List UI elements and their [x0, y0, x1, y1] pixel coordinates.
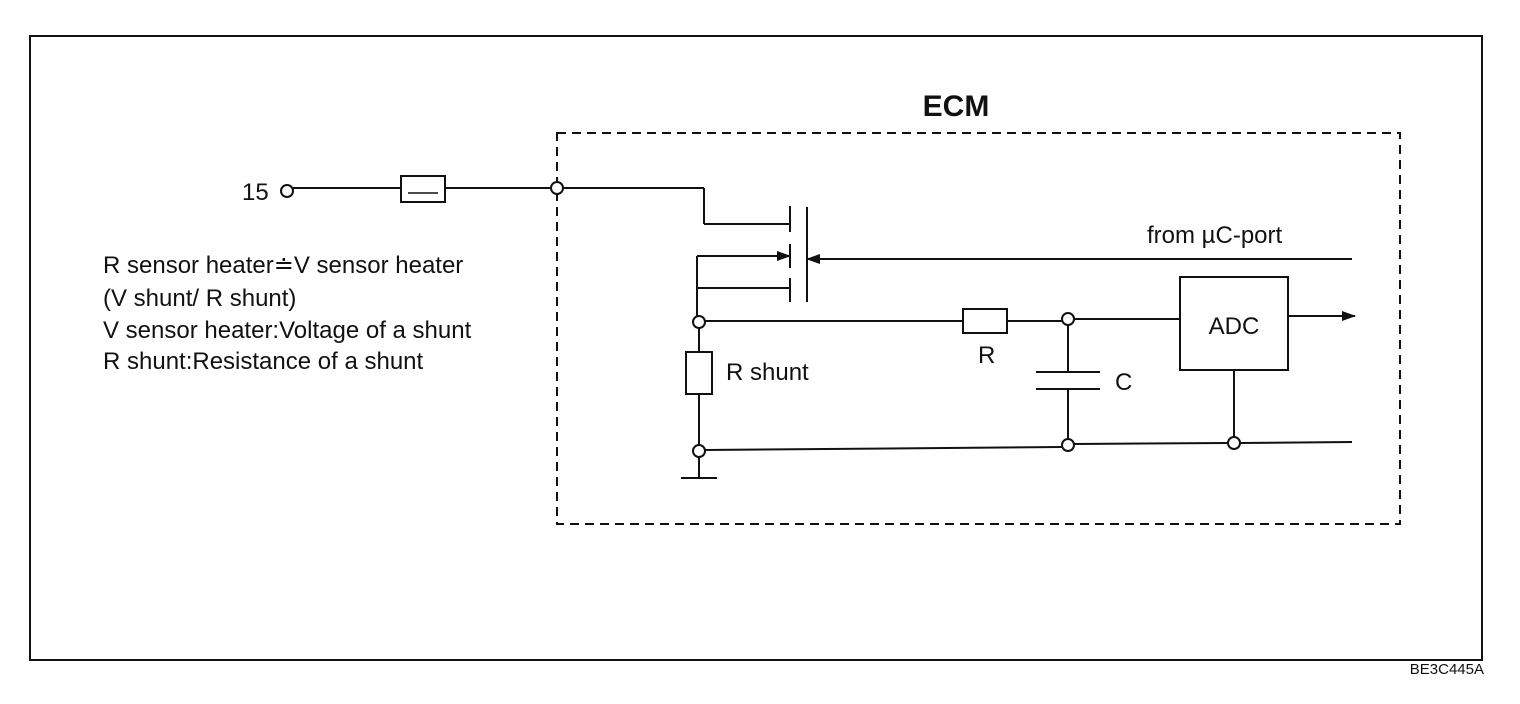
terminal-15-node — [280, 184, 294, 198]
ground-rail-3 — [1239, 441, 1353, 444]
mosfet-switch — [696, 188, 808, 316]
figure-code: BE3C445A — [1410, 661, 1484, 678]
shunt-label: R shunt — [726, 359, 809, 386]
adc-label: ADC — [1209, 313, 1260, 340]
cap-ground-node — [1061, 438, 1075, 452]
ecm-title: ECM — [923, 90, 990, 123]
ecm-connector-node — [550, 181, 564, 195]
filter-node — [1061, 312, 1075, 326]
outer-frame — [29, 35, 1483, 661]
ground-rail-2 — [1073, 442, 1229, 445]
terminal-label: 15 — [242, 179, 269, 206]
fuse — [400, 175, 446, 203]
uc-port-label: from µC-port — [1147, 222, 1283, 249]
capacitor-label: C — [1115, 369, 1132, 396]
shunt-resistor — [685, 351, 713, 395]
note-line-2: (V shunt/ R shunt) — [103, 285, 296, 312]
note-line-3: V sensor heater:Voltage of a shunt — [103, 317, 472, 344]
adc-ground-node — [1227, 436, 1241, 450]
note-line-4: R shunt:Resistance of a shunt — [103, 348, 424, 375]
resistor-r-label: R — [978, 342, 995, 369]
ecm-boundary — [556, 132, 1401, 525]
resistor-r — [962, 308, 1008, 334]
note-line-1: R sensor heater≐V sensor heater — [103, 252, 463, 279]
ground-rail — [704, 446, 1063, 451]
ground-node — [692, 444, 706, 458]
source-node — [692, 315, 706, 329]
